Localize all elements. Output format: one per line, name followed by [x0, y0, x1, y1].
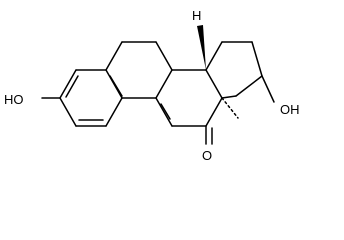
ring-b-bond — [105, 41, 123, 71]
ketone-oxygen-label: O — [202, 148, 212, 163]
ring-d-bond — [221, 95, 237, 99]
ring-c-bond — [155, 97, 173, 127]
ring-b-bond — [155, 69, 173, 99]
ring-a-bond — [105, 97, 123, 127]
ring-a-double-bond — [109, 75, 123, 97]
structure-canvas: HO OH O H — [4, 8, 300, 163]
ring-c-bond — [205, 97, 223, 127]
ring-d-bond — [235, 75, 263, 97]
ring-c-double-bond — [160, 103, 171, 120]
hydroxyl-right-label: OH — [280, 102, 300, 117]
hydroxyl-left-label: HO — [4, 92, 24, 107]
stereo-wedge — [197, 25, 206, 70]
ring-a-bond — [59, 69, 77, 99]
steroid-structure-diagram: HO OH O H — [4, 8, 300, 163]
ring-a-double-bond — [65, 75, 79, 98]
stereo-hydrogen-label: H — [192, 8, 201, 23]
ring-b-bond — [155, 41, 173, 71]
ring-d-bond — [251, 41, 263, 77]
methyl-bond — [221, 97, 239, 119]
ring-c-bond — [205, 69, 223, 99]
ring-a-bond — [59, 97, 77, 127]
ring-d-bond — [205, 41, 223, 71]
hydroxyl-bond — [261, 75, 275, 103]
